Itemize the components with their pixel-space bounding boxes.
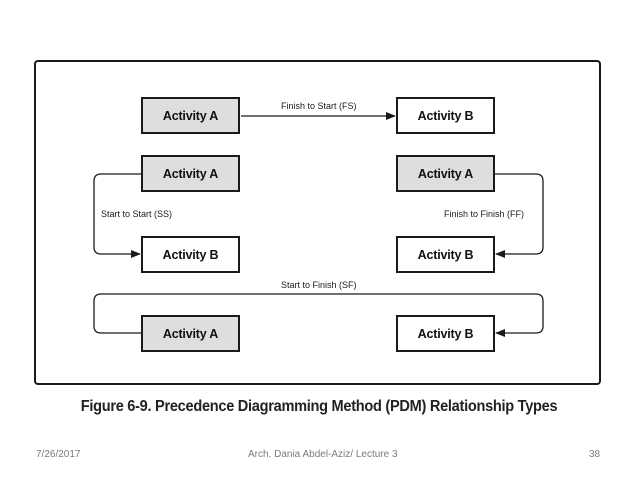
ff-arrow xyxy=(494,173,544,258)
ss-label: Start to Start (SS) xyxy=(101,209,173,219)
sf-label: Start to Finish (SF) xyxy=(281,280,357,290)
fs-predecessor-box: Activity A xyxy=(141,97,240,134)
ss-successor-box: Activity B xyxy=(141,236,240,273)
footer-date: 7/26/2017 xyxy=(36,449,81,460)
figure-caption: Figure 6-9. Precedence Diagramming Metho… xyxy=(80,398,558,415)
ff-successor-box: Activity B xyxy=(396,236,495,273)
ff-label: Finish to Finish (FF) xyxy=(444,209,525,219)
sf-arrow xyxy=(93,293,544,337)
fs-label: Finish to Start (FS) xyxy=(281,101,357,111)
footer-page-number: 38 xyxy=(589,449,601,460)
fs-successor-box: Activity B xyxy=(396,97,495,134)
sf-successor-box: Activity B xyxy=(396,315,495,352)
ss-arrow xyxy=(93,173,141,258)
footer-author: Arch. Dania Abdel-Aziz/ Lecture 3 xyxy=(248,449,398,460)
sf-predecessor-box: Activity A xyxy=(141,315,240,352)
ff-predecessor-box: Activity A xyxy=(396,155,495,192)
ss-predecessor-box: Activity A xyxy=(141,155,240,192)
diagram-frame xyxy=(34,60,601,385)
